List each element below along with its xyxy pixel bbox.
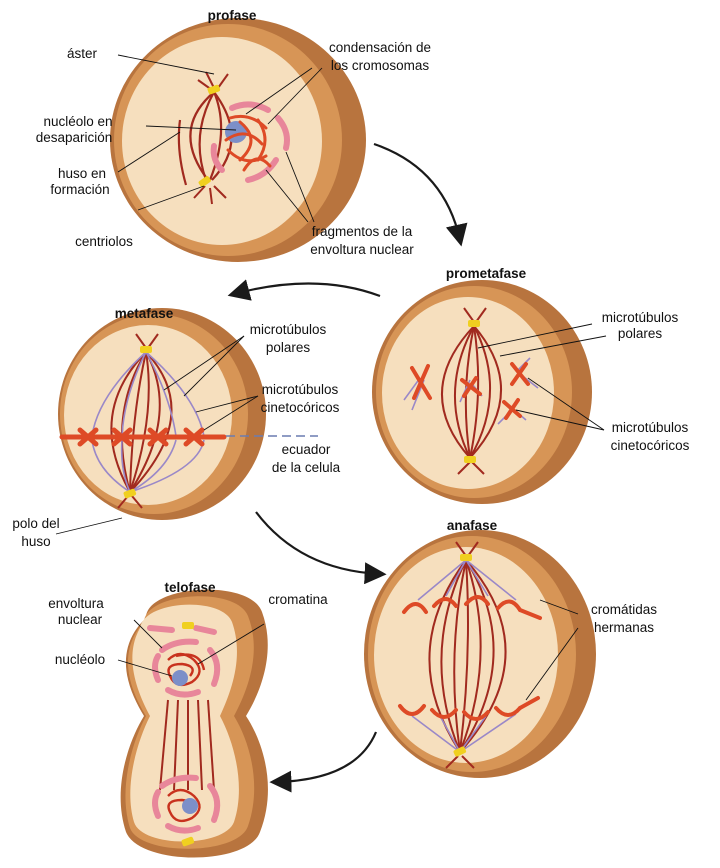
label-envoltura-line1: envoltura [48, 596, 104, 611]
arrow-metafase-to-anafase [256, 512, 380, 574]
label-ecuador-line1: ecuador [282, 442, 331, 457]
prometafase-title: prometafase [446, 266, 527, 281]
arrow-prometafase-to-metafase [234, 283, 380, 296]
label-fragmentos-line2: envoltura nuclear [310, 242, 414, 257]
label-condensacion-line2: los cromosomas [331, 58, 430, 73]
centriole-icon [140, 346, 152, 353]
nucleolus [172, 670, 188, 686]
label-cromatidas-line1: cromátidas [591, 602, 657, 617]
label-prometa-polares-line1: microtúbulos [602, 310, 679, 325]
label-cromatidas-line2: hermanas [594, 620, 654, 635]
label-meta-cineto-line2: cinetocóricos [261, 400, 340, 415]
label-meta-polares-line2: polares [266, 340, 311, 355]
label-fragmentos-line1: fragmentos de la [312, 224, 413, 239]
label-cromatina: cromatina [268, 592, 328, 607]
centriole-icon [182, 622, 194, 629]
label-envoltura-line2: nuclear [58, 612, 103, 627]
prometafase-cell [372, 280, 592, 504]
label-centriolos: centriolos [75, 234, 133, 249]
metafase-cell [58, 308, 266, 520]
telofase-cell [121, 590, 268, 858]
label-nucleolo-line2: desaparición [36, 130, 113, 145]
label-polo-line2: huso [21, 534, 50, 549]
telofase-title: telofase [164, 580, 216, 595]
label-prometa-cineto-line2: cinetocóricos [611, 438, 690, 453]
nucleolus [182, 798, 198, 814]
metafase-title: metafase [115, 306, 174, 321]
label-polo-line1: polo del [12, 516, 59, 531]
centriole-icon [460, 554, 472, 561]
arrow-anafase-to-telofase [276, 732, 376, 782]
label-huso-line1: huso en [58, 166, 106, 181]
label-aster: áster [67, 46, 98, 61]
label-nucleolo-line1: nucléolo en [43, 114, 112, 129]
label-ecuador-line2: de la celula [272, 460, 341, 475]
label-huso-line2: formación [50, 182, 109, 197]
label-nucleolo-telofase: nucléolo [55, 652, 105, 667]
anafase-cell [364, 530, 596, 778]
label-prometa-polares-line2: polares [618, 326, 663, 341]
anafase-title: anafase [447, 518, 498, 533]
label-prometa-cineto-line1: microtúbulos [612, 420, 689, 435]
label-meta-polares-line1: microtúbulos [250, 322, 327, 337]
centriole-icon [468, 320, 480, 327]
label-condensacion-line1: condensación de [329, 40, 431, 55]
label-meta-cineto-line1: microtúbulos [262, 382, 339, 397]
profase-title: profase [208, 8, 257, 23]
centriole-icon [464, 456, 476, 463]
